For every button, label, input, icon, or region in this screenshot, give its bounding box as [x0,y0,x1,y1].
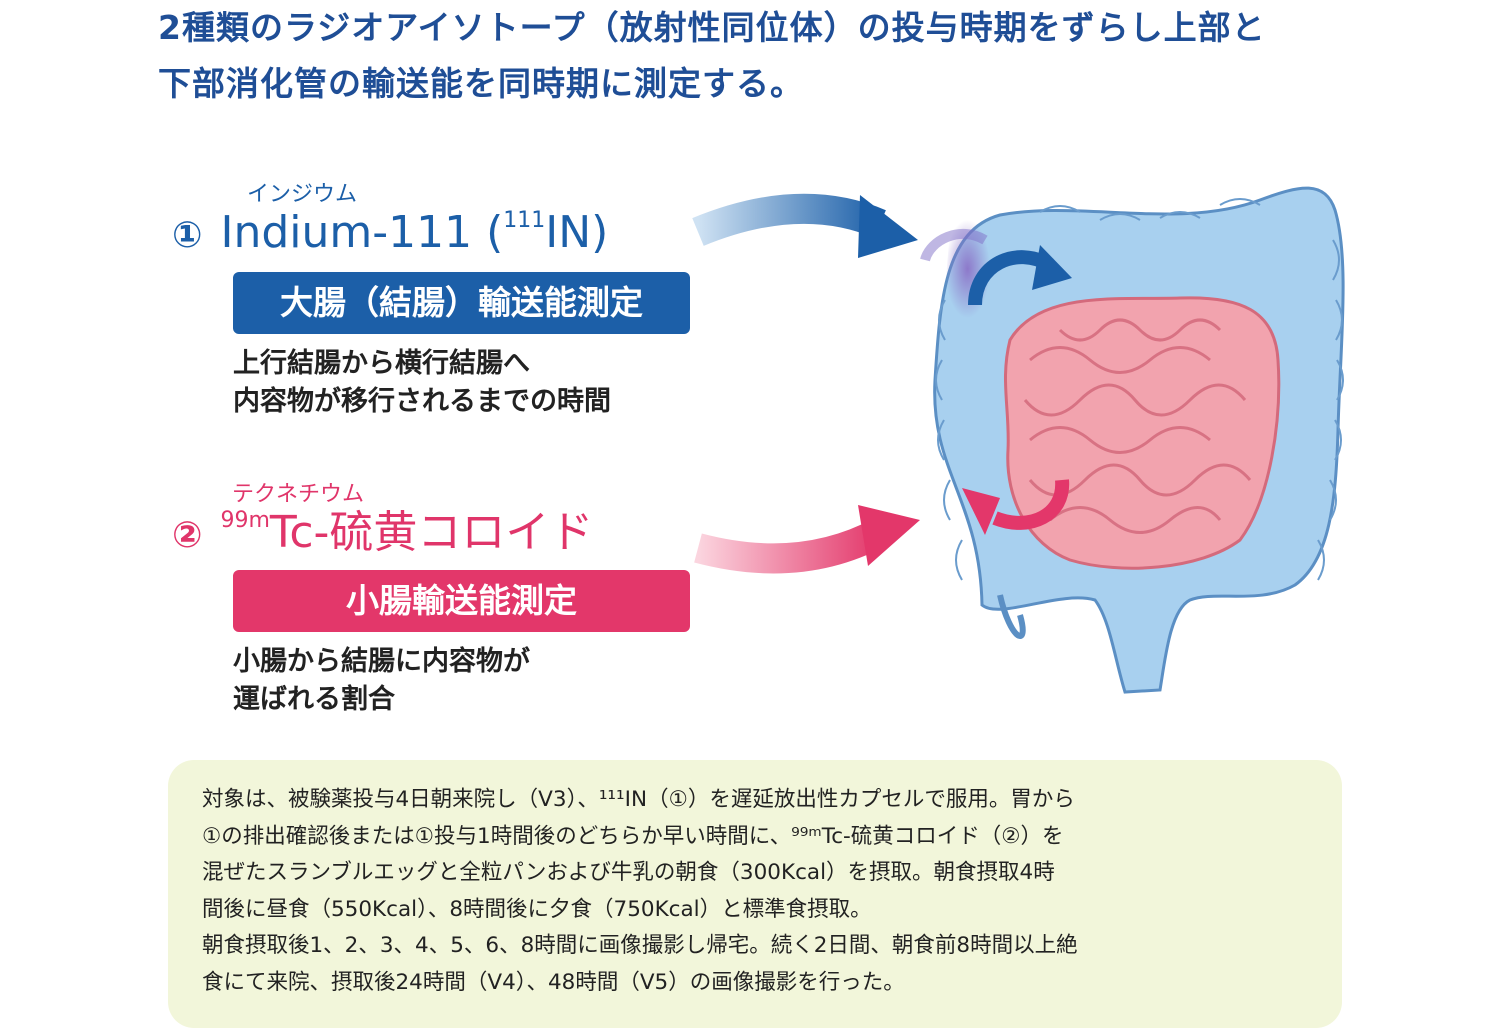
tracer1-number: ① [172,215,203,256]
tracer2-name: Tc-硫黄コロイド [269,507,594,558]
tracer1-name-b: IN) [545,207,609,258]
tracer1-desc-line-2: 内容物が移行されるまでの時間 [233,386,611,417]
tracer1-name-a: Indium-111 ( [220,207,504,258]
tracer2-desc-line-1: 小腸から結腸に内容物が [233,646,530,677]
note-line-1: 対象は、被験薬投与4日朝来院し（V3）、¹¹¹IN（①）を遅延放出性カプセルで服… [202,787,1075,812]
tracer1-pill: 大腸（結腸）輸送能測定 [233,272,690,334]
tracer1-description: 上行結腸から横行結腸へ 内容物が移行されるまでの時間 [233,345,611,421]
tracer2-sup: 99m [220,508,270,533]
tracer2-title: ② 99mTc-硫黄コロイド [172,508,593,566]
tracer2-pill: 小腸輸送能測定 [233,570,690,632]
tracer1-sup: 111 [503,208,546,233]
tracer1-title: ① Indium-111 (111IN) [172,208,608,266]
note-line-2: ①の排出確認後または①投与1時間後のどちらか早い時間に、⁹⁹ᵐTc-硫黄コロイド… [202,823,1064,849]
arrow-technetium [694,505,920,574]
headline-line-2: 下部消化管の輸送能を同時期に測定する。 [158,64,804,103]
transit-arrow-pink [962,479,1070,535]
tracer2-desc-line-2: 運ばれる割合 [233,684,395,715]
headline-line-1: 2種類のラジオアイソトープ（放射性同位体）の投与時期をずらし上部と [158,8,1266,47]
transit-arrow-blue [968,245,1072,306]
note-line-3: 混ぜたスランブルエッグと全粒パンおよび牛乳の朝食（300Kcal）を摂取。朝食摂… [202,860,1055,885]
headline: 2種類のラジオアイソトープ（放射性同位体）の投与時期をずらし上部と 下部消化管の… [158,0,1378,112]
note-line-5: 朝食摂取後1、2、3、4、5、6、8時間に画像撮影し帰宅。続く2日間、朝食前8時… [202,933,1078,958]
small-intestine [1003,296,1281,570]
tracer1-desc-line-1: 上行結腸から横行結腸へ [233,348,530,379]
tracer2-number: ② [172,515,203,556]
tracer2-ruby: テクネチウム [232,482,365,507]
arrow-indium [692,193,918,258]
tracer1-ruby: インジウム [247,182,358,207]
note-line-4: 間後に昼食（550Kcal）、8時間後に夕食（750Kcal）と標準食摂取。 [202,896,872,922]
note-line-6: 食にて来院、摂取後24時間（V4）、48時間（V5）の画像撮影を行った。 [202,969,905,995]
tracer2-description: 小腸から結腸に内容物が 運ばれる割合 [233,643,530,719]
study-note: 対象は、被験薬投与4日朝来院し（V3）、¹¹¹IN（①）を遅延放出性カプセルで服… [168,760,1342,1028]
